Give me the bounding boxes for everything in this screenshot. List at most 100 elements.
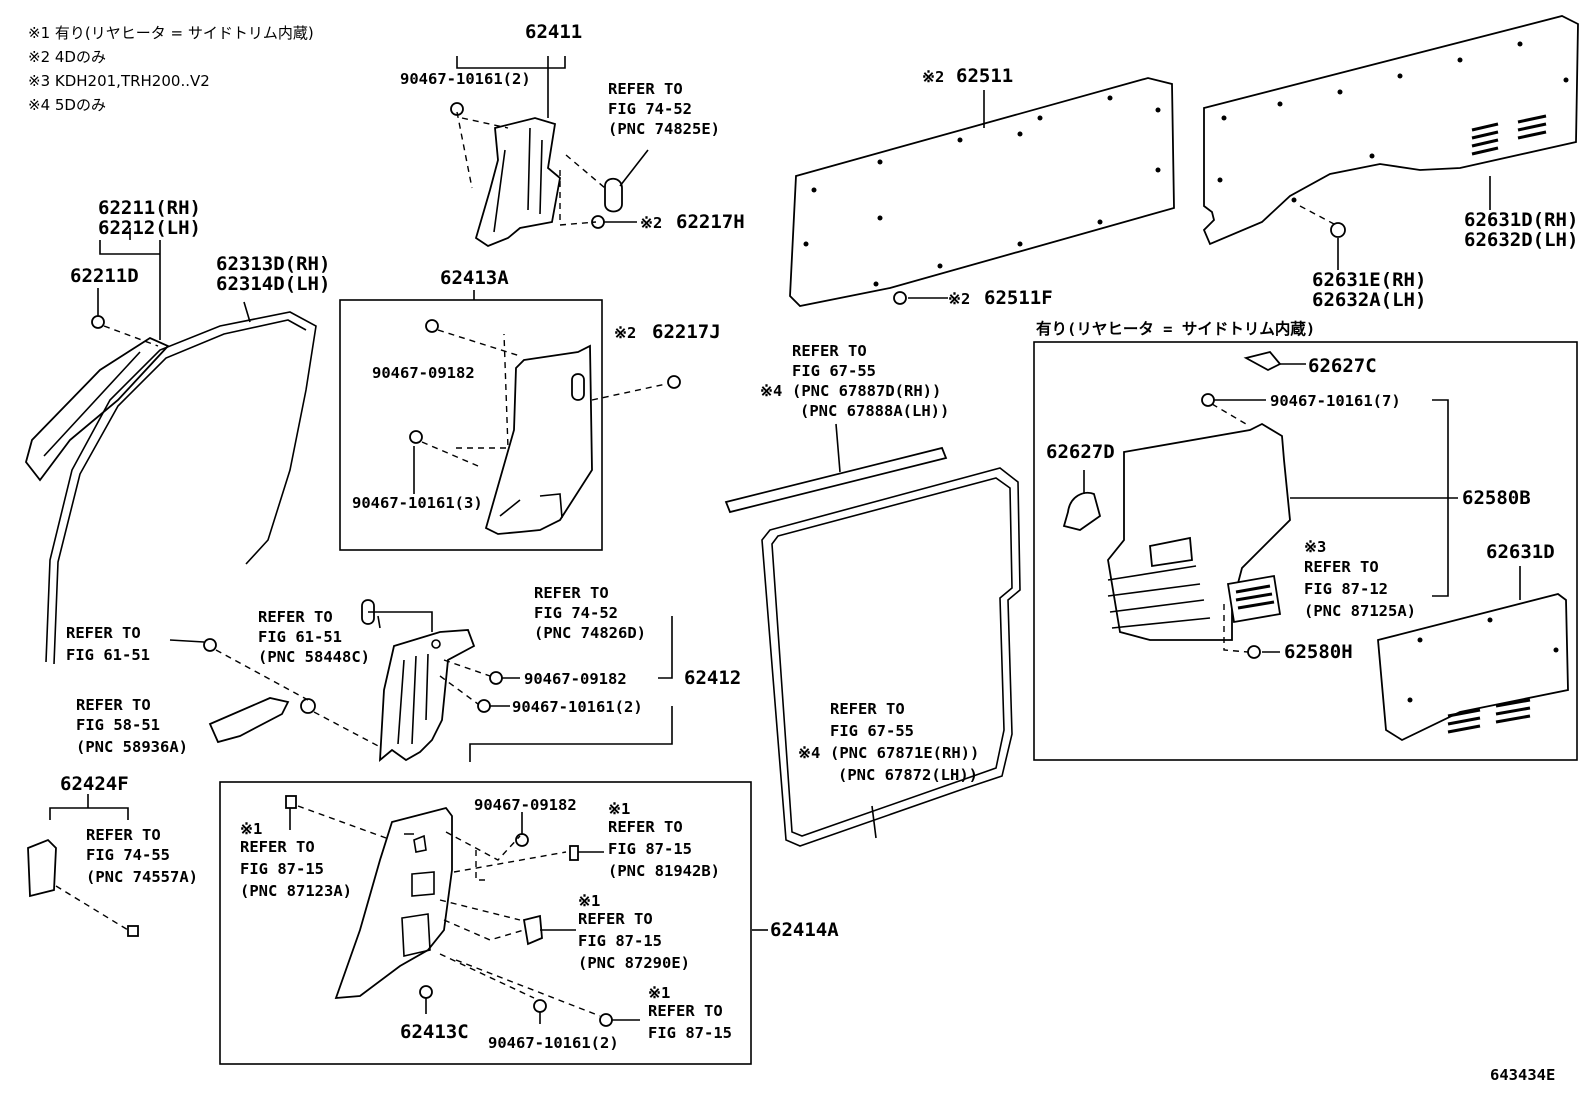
pillar-trim-62412 <box>203 599 503 763</box>
a-pillar-garnish <box>25 315 170 482</box>
box-62414a <box>219 781 752 1065</box>
ref-74825e-3: (PNC 74825E) <box>608 120 720 138</box>
ref-87123-3: (PNC 87123A) <box>240 882 352 900</box>
label-62211d: 62211D <box>70 265 139 287</box>
label-62217h-mark: ※2 <box>640 214 662 232</box>
ref-74826-1: REFER TO <box>534 584 609 602</box>
label-90467-10161-2b: 90467-10161(2) <box>512 698 643 716</box>
label-62511-mark: ※2 <box>922 68 944 86</box>
rear-quarter-trim-62580b <box>1062 350 1291 659</box>
quarter-trim-62413a <box>409 319 681 535</box>
ref-87290-1: REFER TO <box>578 910 653 928</box>
ref-58448-3: (PNC 58448C) <box>258 648 370 666</box>
ref-6151-1: REFER TO <box>66 624 141 642</box>
label-62631d: 62631D <box>1486 541 1555 563</box>
ref-58448-1: REFER TO <box>258 608 333 626</box>
ref-74557-1: REFER TO <box>86 826 161 844</box>
ref-67887-2: FIG 67-55 <box>792 362 876 380</box>
ref-67871-4: (PNC 67872(LH)) <box>838 766 978 784</box>
label-62631e-rh: 62631E(RH) <box>1312 269 1426 291</box>
ref-74825e-1: REFER TO <box>608 80 683 98</box>
ref-67871-3: (PNC 67871E(RH)) <box>830 744 979 762</box>
ref-74557-2: FIG 74-55 <box>86 846 170 864</box>
ref-87125-1: REFER TO <box>1304 558 1379 576</box>
ref-87125-3: (PNC 87125A) <box>1304 602 1416 620</box>
pillar-trim-62411 <box>450 102 623 248</box>
box-rear-heater <box>1033 341 1578 761</box>
label-62211rh: 62211(RH) <box>98 197 201 219</box>
label-62580b: 62580B <box>1462 487 1531 509</box>
panel-62511 <box>789 77 1175 307</box>
label-90467-10161-2c: 90467-10161(2) <box>488 1034 619 1052</box>
label-62511: 62511 <box>956 65 1013 87</box>
ref-67887-3: (PNC 67887D(RH)) <box>792 382 941 400</box>
label-62314d: 62314D(LH) <box>216 273 330 295</box>
ref-87125-2: FIG 87-12 <box>1304 580 1388 598</box>
label-62511f-mark: ※2 <box>948 290 970 308</box>
diagram-code: 643434E <box>1490 1066 1555 1084</box>
ref-67871-2: FIG 67-55 <box>830 722 914 740</box>
ref-87123-1: REFER TO <box>240 838 315 856</box>
label-62580h: 62580H <box>1284 641 1353 663</box>
ref-67887-mark: ※4 <box>760 382 782 400</box>
ref-74825e-2: FIG 74-52 <box>608 100 692 118</box>
notes-legend: ※1 有り(リヤヒータ = サイドトリム内蔵) ※2 4Dのみ ※3 KDH20… <box>28 24 314 114</box>
note-4: ※4 5Dのみ <box>28 96 106 114</box>
label-62627c: 62627C <box>1308 355 1377 377</box>
label-62413c: 62413C <box>400 1021 469 1043</box>
ref-81942-mark: ※1 <box>608 800 630 818</box>
ref-58936-1: REFER TO <box>76 696 151 714</box>
ref-74826-2: FIG 74-52 <box>534 604 618 622</box>
label-62412: 62412 <box>684 667 741 689</box>
ref-87123-2: FIG 87-15 <box>240 860 324 878</box>
ref-67887-4: (PNC 67888A(LH)) <box>800 402 949 420</box>
note-1: ※1 有り(リヤヒータ = サイドトリム内蔵) <box>28 24 314 42</box>
ref-87290-3: (PNC 87290E) <box>578 954 690 972</box>
ref-74557-3: (PNC 74557A) <box>86 868 198 886</box>
ref-6151-2: FIG 61-51 <box>66 646 150 664</box>
label-62217j-mark: ※2 <box>614 324 636 342</box>
ref-87125-mark: ※3 <box>1304 538 1326 556</box>
label-62631d-rh: 62631D(RH) <box>1464 209 1578 231</box>
label-62411: 62411 <box>525 21 582 43</box>
ref-87290-2: FIG 87-15 <box>578 932 662 950</box>
label-90467-09182a: 90467-09182 <box>372 364 475 382</box>
bracket-62424f <box>27 838 139 937</box>
ref-58936-2: FIG 58-51 <box>76 716 160 734</box>
label-62217j: 62217J <box>652 321 721 343</box>
label-62424f: 62424F <box>60 773 129 795</box>
label-62313d: 62313D(RH) <box>216 253 330 275</box>
label-62414a: 62414A <box>770 919 839 941</box>
ref-58936-3: (PNC 58936A) <box>76 738 188 756</box>
label-62627d: 62627D <box>1046 441 1115 463</box>
box-62413a <box>339 299 603 551</box>
ref-81942-3: (PNC 81942B) <box>608 862 720 880</box>
ref-87290-mark: ※1 <box>578 892 600 910</box>
label-62217h: 62217H <box>676 211 745 233</box>
label-62632d-lh: 62632D(LH) <box>1464 229 1578 251</box>
label-90467-10161-2a: 90467-10161(2) <box>400 70 531 88</box>
label-62632a-lh: 62632A(LH) <box>1312 289 1426 311</box>
ref-87123-mark: ※1 <box>240 820 262 838</box>
label-90467-09182b: 90467-09182 <box>524 670 627 688</box>
label-62413a: 62413A <box>440 267 509 289</box>
ref-81942-1: REFER TO <box>608 818 683 836</box>
ref-8715-2: FIG 87-15 <box>648 1024 732 1042</box>
ref-8715-mark: ※1 <box>648 984 670 1002</box>
ref-8715-1: REFER TO <box>648 1002 723 1020</box>
note-2: ※2 4Dのみ <box>28 48 106 66</box>
quarter-trim-62414a <box>285 795 613 1027</box>
ref-67887-1: REFER TO <box>792 342 867 360</box>
panel-62631d <box>1377 593 1569 742</box>
ref-67871-1: REFER TO <box>830 700 905 718</box>
door-weatherstrip <box>724 446 1021 847</box>
label-90467-10161-7: 90467-10161(7) <box>1270 392 1401 410</box>
note-3: ※3 KDH201,TRH200..V2 <box>28 72 210 90</box>
panel-62631d-rh <box>1202 15 1579 246</box>
ref-81942-2: FIG 87-15 <box>608 840 692 858</box>
label-62511f: 62511F <box>984 287 1053 309</box>
label-90467-10161-3: 90467-10161(3) <box>352 494 483 512</box>
label-90467-09182c: 90467-09182 <box>474 796 577 814</box>
ref-74826-3: (PNC 74826D) <box>534 624 646 642</box>
